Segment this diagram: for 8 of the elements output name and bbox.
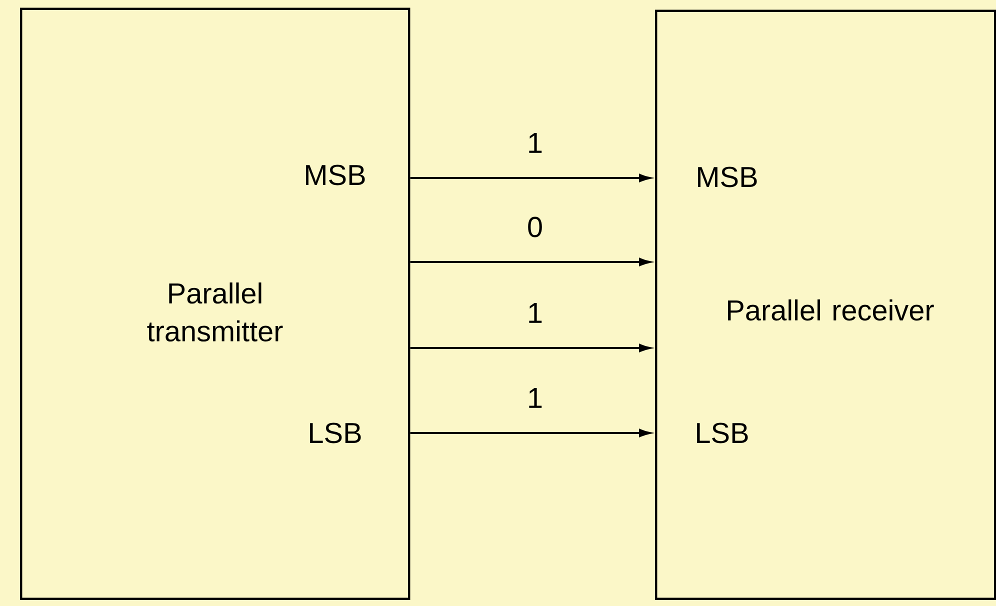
edge-label: 0 (528, 216, 542, 238)
edge-label: 1 (529, 388, 542, 408)
edge-label: 1 (529, 133, 542, 153)
signal-label: LSB (310, 422, 361, 444)
signal-label: MSB (306, 164, 365, 186)
signal-label: LSB (697, 422, 748, 444)
edge-label: 1 (529, 303, 542, 323)
signal-label: MSB (698, 166, 757, 188)
